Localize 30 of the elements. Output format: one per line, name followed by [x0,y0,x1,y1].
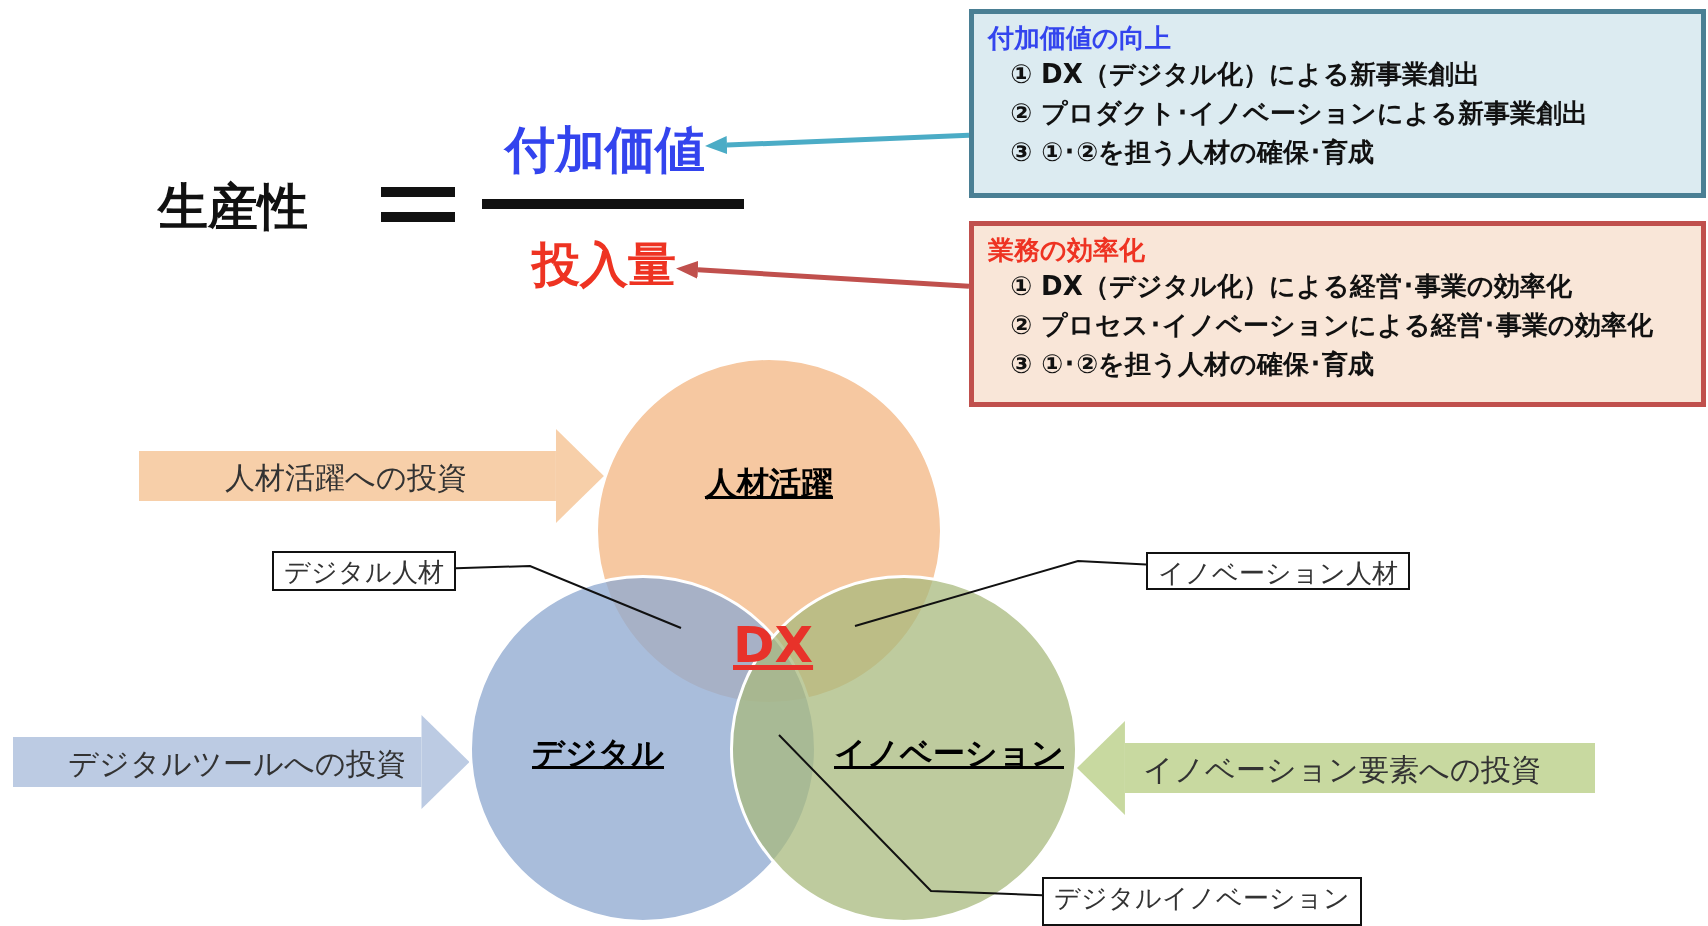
formula-term: 付加価値 [505,125,705,175]
formula-term: 生産性 [158,182,308,232]
leader-line [854,560,1147,627]
box-heading: 業務の効率化 [988,234,1146,267]
arrow [676,260,970,289]
block-arrow [1076,721,1595,815]
callout-box: イノベーション人材 [1146,552,1410,590]
list-item: ① DX（デジタル化）による新事業創出 [1010,57,1481,91]
circle-label: イノベーション [833,733,1065,774]
edge-label: イノベーション要素への投資 [1143,751,1541,789]
circle-label: デジタル [531,733,665,774]
info-box [969,9,1706,198]
list-item: ③ ①･②を担う人材の確保･育成 [1010,347,1376,381]
callout-box: デジタル人材 [272,551,456,591]
leader-line [455,565,682,629]
box-heading: 付加価値の向上 [988,22,1172,55]
list-item: ③ ①･②を担う人材の確保･育成 [1010,135,1376,169]
formula-term: 投入量 [532,240,676,288]
arrow [705,132,970,155]
edge-label: 人材活躍への投資 [225,459,467,497]
block-arrow [139,429,604,523]
edge-label: デジタルツールへの投資 [68,745,406,783]
leader-line [778,734,1043,897]
callout-box: デジタルイノベーション [1042,877,1362,926]
info-box [969,221,1706,407]
list-item: ② プロセス･イノベーションによる経営･事業の効率化 [1010,308,1655,342]
list-item: ② プロダクト･イノベーションによる新事業創出 [1010,96,1590,130]
block-arrow [13,715,470,809]
circle-label: 人材活躍 [703,463,834,504]
list-item: ① DX（デジタル化）による経営･事業の効率化 [1010,269,1573,303]
